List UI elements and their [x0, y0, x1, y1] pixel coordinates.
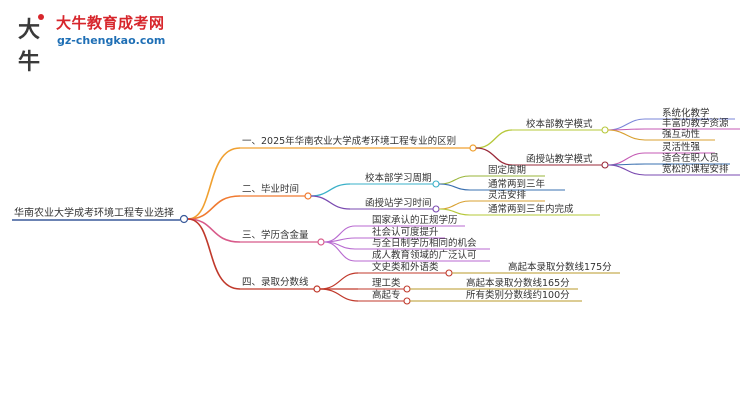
- b2-child-1-node: [432, 180, 440, 188]
- b2-child-1-label: 校本部学习周期: [365, 172, 432, 184]
- b1-c2-leaf-2: 适合在职人员: [662, 152, 719, 164]
- b3-leaf-4: 成人教育领域的广泛认可: [372, 249, 477, 261]
- b2-child-2-node: [432, 205, 440, 213]
- b2-child-2-label: 函授站学习时间: [365, 197, 432, 209]
- branch-3-label: 三、学历含金量: [242, 229, 309, 241]
- b1-child-2-node: [601, 161, 609, 169]
- logo[interactable]: 大牛 大牛教育成考网 gz-chengkao.com: [14, 10, 174, 75]
- b4-child-2-label: 理工类: [372, 277, 401, 289]
- mindmap-root: 华南农业大学成考环境工程专业选择: [14, 206, 174, 219]
- b2-c1-leaf-1: 固定周期: [488, 164, 526, 176]
- branch-2-node: [304, 192, 312, 200]
- b4-child-2-value: 高起本录取分数线165分: [466, 277, 570, 289]
- logo-title: 大牛教育成考网: [56, 14, 165, 32]
- b3-leaf-3: 与全日制学历相同的机会: [372, 237, 477, 249]
- b4-child-1-label: 文史类和外语类: [372, 261, 439, 273]
- b2-c2-leaf-2: 通常两到三年内完成: [488, 203, 574, 215]
- b1-c1-leaf-2: 丰富的教学资源: [662, 117, 729, 129]
- b4-child-3-value: 所有类别分数线约100分: [466, 289, 570, 301]
- b4-child-3-node: [403, 297, 411, 305]
- b4-child-2-node: [403, 285, 411, 293]
- b1-c2-leaf-1: 灵活性强: [662, 141, 701, 153]
- b1-child-2-label: 函授站教学模式: [526, 153, 593, 165]
- logo-dot-icon: [38, 14, 44, 20]
- b3-leaf-1: 国家承认的正规学历: [372, 214, 458, 226]
- b3-leaf-2: 社会认可度提升: [372, 226, 439, 238]
- b2-c2-leaf-1: 灵活安排: [488, 189, 527, 201]
- branch-2-label: 二、毕业时间: [242, 183, 299, 195]
- b4-child-1-value: 高起本录取分数线175分: [508, 261, 612, 273]
- branch-4-label: 四、录取分数线: [242, 276, 309, 288]
- b1-child-1-label: 校本部教学模式: [526, 118, 593, 130]
- b2-c1-leaf-2: 通常两到三年: [488, 178, 546, 190]
- b1-c1-leaf-3: 强互动性: [662, 128, 701, 140]
- logo-mark-char: 大牛: [18, 17, 41, 75]
- b1-c1-leaf-1: 系统化教学: [662, 107, 710, 119]
- b4-child-3-label: 高起专: [372, 289, 401, 301]
- b4-child-1-node: [445, 269, 453, 277]
- edge-b2: [187, 195, 241, 220]
- edge-b1: [187, 147, 241, 220]
- branch-1-node: [469, 144, 477, 152]
- edge-b4: [187, 218, 241, 290]
- edge-b3: [187, 218, 241, 243]
- root-node: [179, 214, 189, 224]
- logo-mark: 大牛: [14, 10, 50, 75]
- logo-url: gz-chengkao.com: [57, 34, 166, 47]
- branch-1-label: 一、2025年华南农业大学成考环境工程专业的区别: [242, 135, 456, 147]
- branch-3-node: [317, 238, 325, 246]
- branch-4-node: [313, 285, 321, 293]
- b1-c2-leaf-3: 宽松的课程安排: [662, 163, 729, 175]
- b1-child-1-node: [601, 126, 609, 134]
